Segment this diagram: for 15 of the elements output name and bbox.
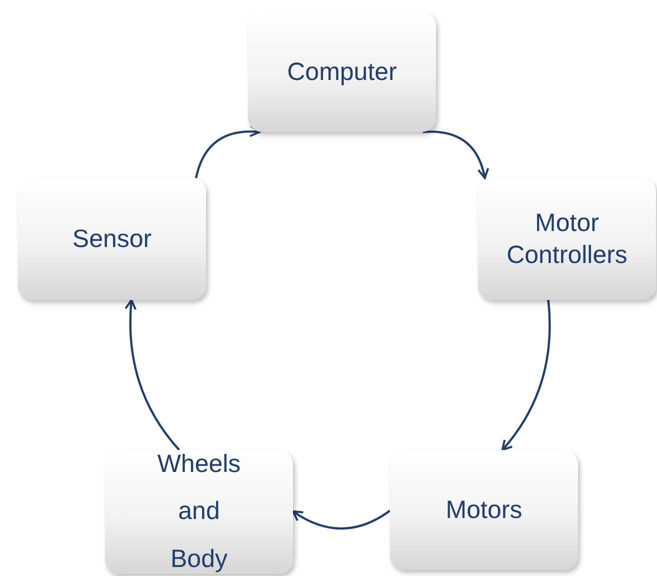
curved-arrow	[292, 510, 391, 530]
curved-arrow	[194, 126, 260, 178]
process-box	[390, 450, 578, 570]
curved-arrow	[422, 130, 489, 179]
process-box	[18, 178, 206, 300]
process-box	[105, 450, 293, 574]
curved-arrow	[501, 300, 551, 451]
box-label: Motors	[446, 494, 522, 526]
box-label: Wheels and Body	[156, 448, 242, 575]
box-label: Computer	[287, 56, 397, 88]
process-box	[478, 178, 656, 300]
box-label: Sensor	[72, 224, 152, 255]
box-label: Motor Controllers	[506, 208, 628, 271]
process-box	[248, 12, 436, 132]
curved-arrow	[124, 299, 180, 451]
